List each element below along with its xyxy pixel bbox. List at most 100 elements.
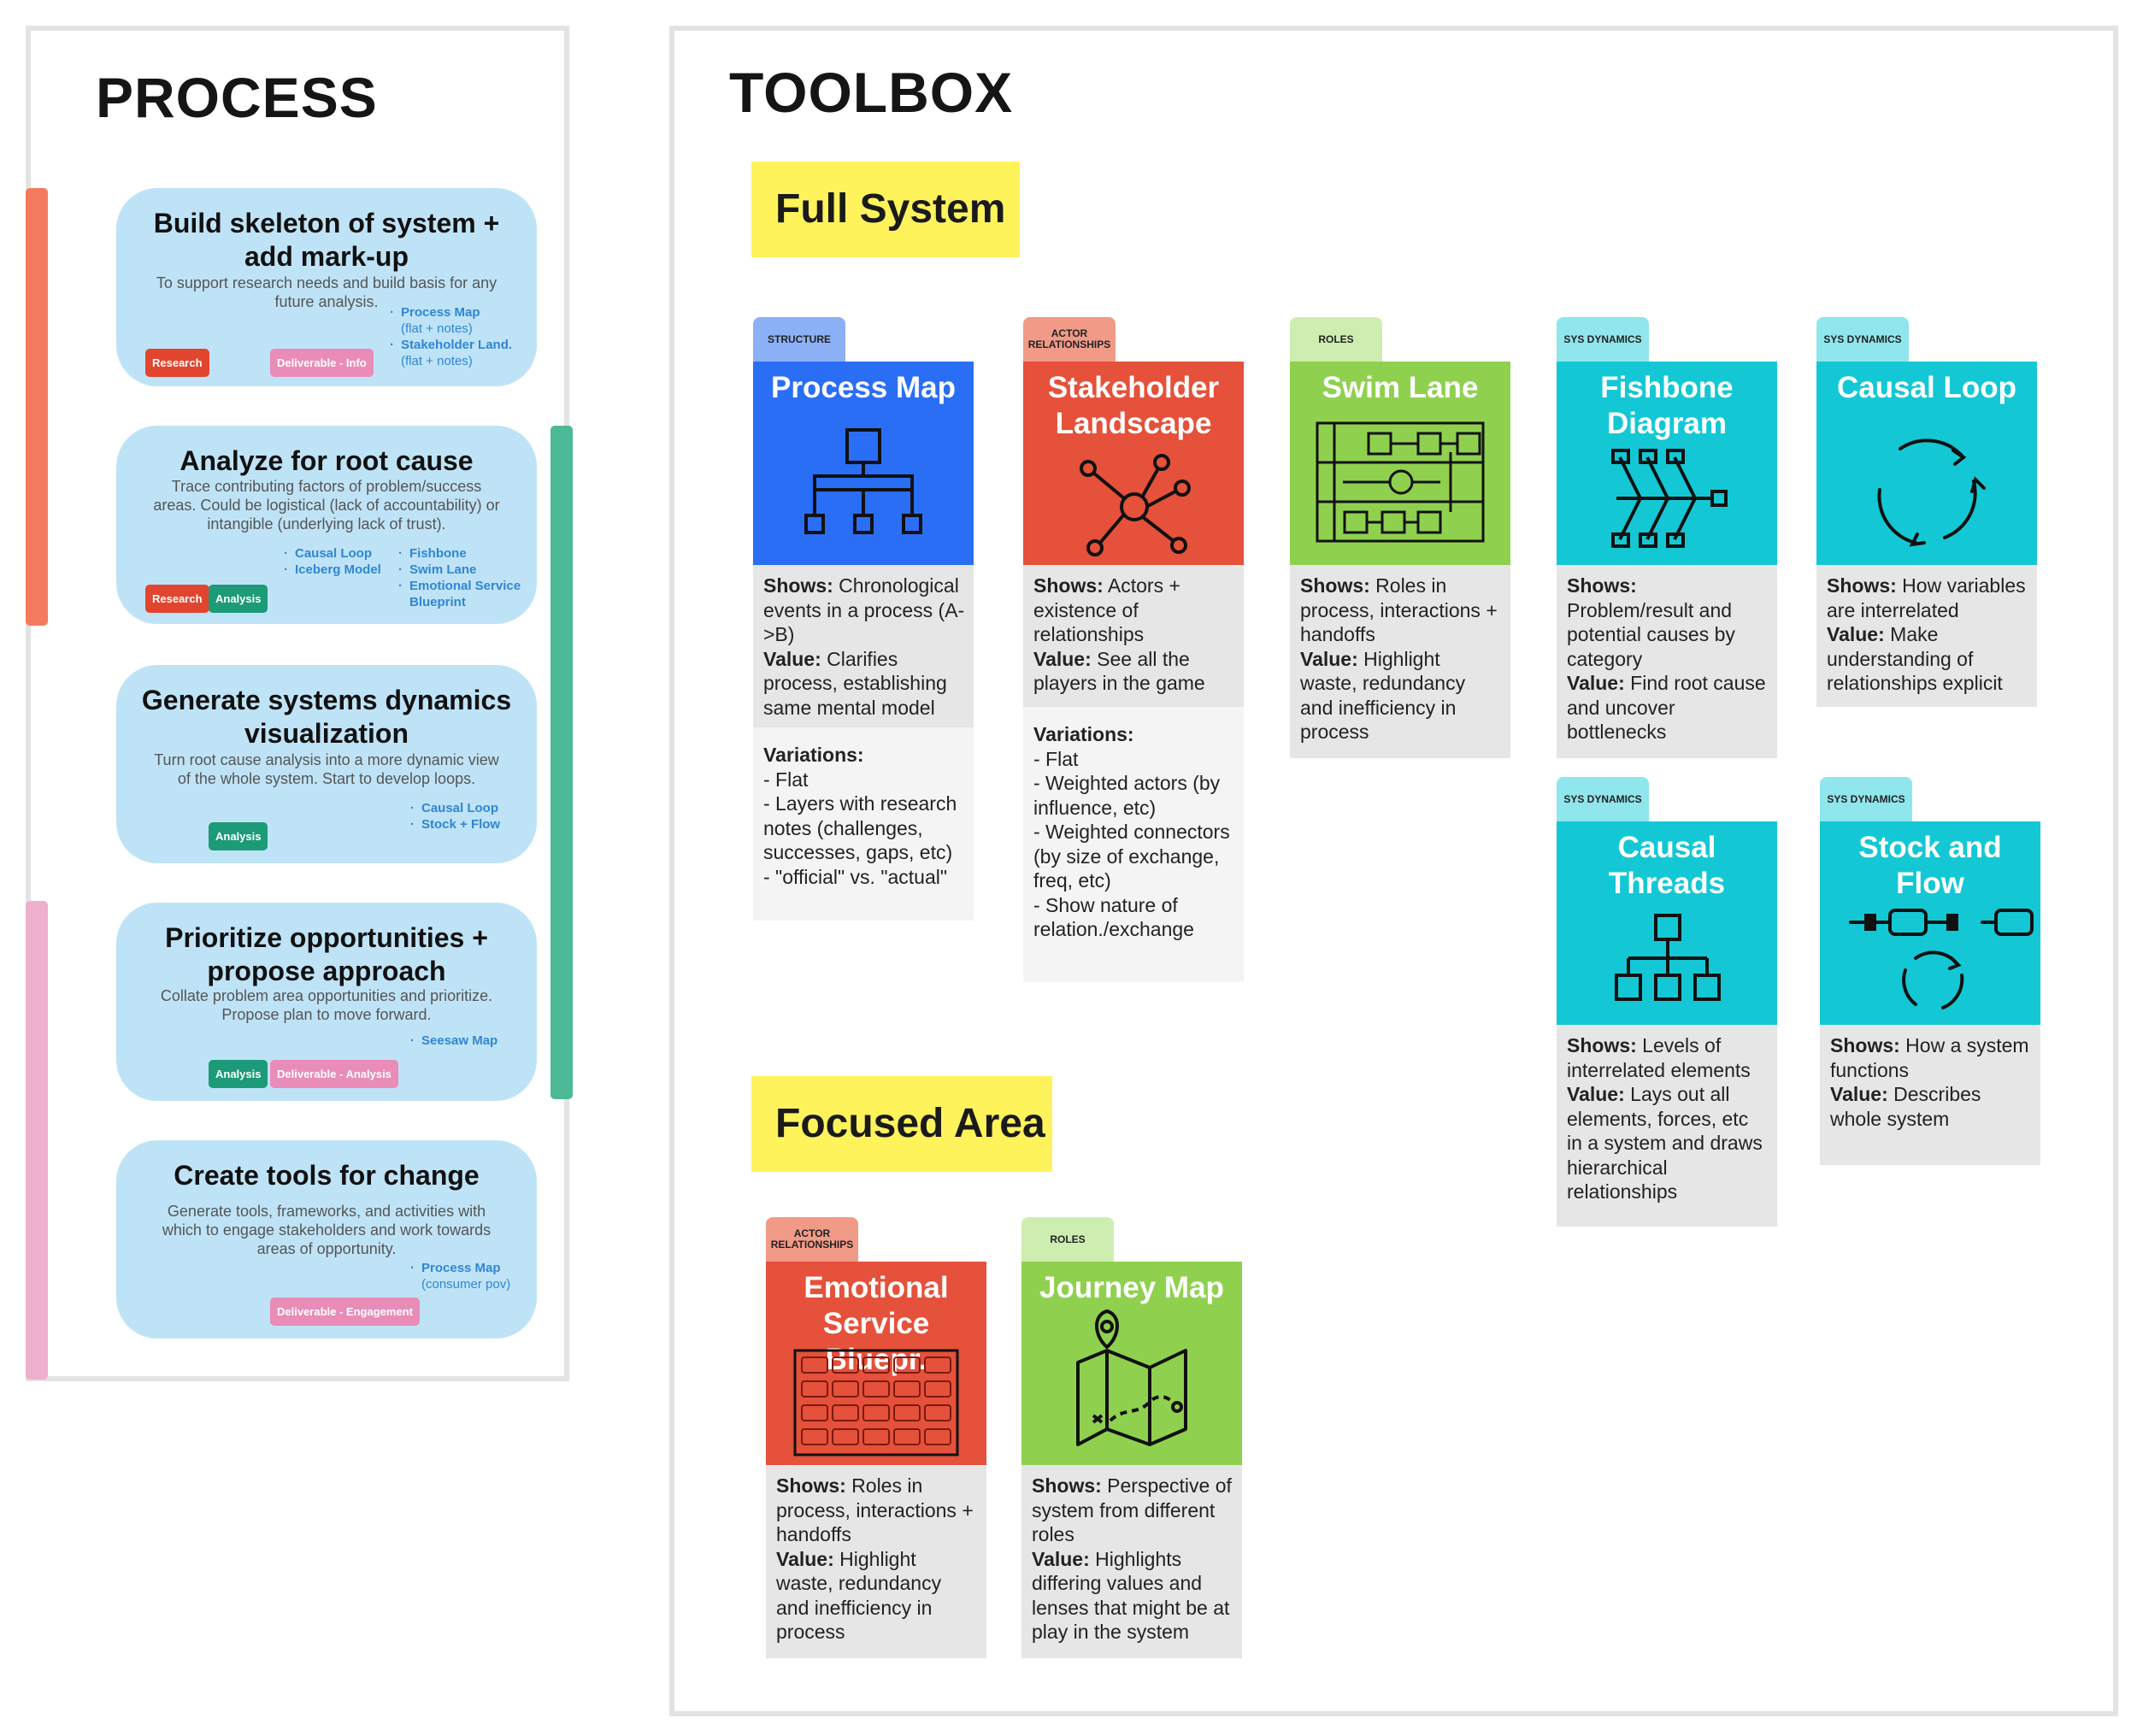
- blueprint-cell: [893, 1380, 921, 1398]
- category-badge: SYS DYNAMICS: [1557, 777, 1649, 821]
- tool-link[interactable]: Causal Loop: [410, 800, 500, 816]
- blueprint-cell: [862, 1380, 890, 1398]
- category-badge: ACTOR RELATIONSHIPS: [766, 1217, 858, 1262]
- card-info: Shows: Actors + existence of relationshi…: [1023, 565, 1244, 707]
- category-badge: SYS DYNAMICS: [1820, 777, 1912, 821]
- category-badge: ACTOR RELATIONSHIPS: [1023, 317, 1116, 362]
- step-tool-links: Process Map(flat + notes) Stakeholder La…: [390, 304, 512, 369]
- tag-research: Research: [145, 585, 209, 613]
- card-tile: Process Map: [753, 362, 974, 565]
- blueprint-cell: [862, 1356, 890, 1374]
- card-info: Shows: Perspective of system from differ…: [1021, 1465, 1242, 1658]
- step-tool-links: Seesaw Map: [410, 1033, 497, 1049]
- map-pin-icon: [1076, 1309, 1187, 1446]
- step-description: Collate problem area opportunities and p…: [160, 987, 493, 1023]
- tag-deliverable: Deliverable - Analysis: [270, 1060, 398, 1088]
- card-info: Shows: How a system functions Value: Des…: [1820, 1025, 2040, 1165]
- tool-link[interactable]: Fishbone: [398, 545, 527, 562]
- tag-deliverable: Deliverable - Info: [270, 349, 374, 377]
- step-description: Turn root cause analysis into a more dyn…: [154, 751, 499, 787]
- tool-link[interactable]: Stock + Flow: [410, 816, 500, 833]
- card-info: Shows: Levels of interrelated elements V…: [1557, 1025, 1777, 1227]
- value-text: Lays out all elements, forces, etc in a …: [1567, 1083, 1763, 1203]
- process-step-tools-for-change[interactable]: Create tools for change Generate tools, …: [116, 1140, 537, 1339]
- tag-analysis: Analysis: [209, 822, 268, 850]
- shows-text: Chronological events in a process (A->B): [763, 574, 965, 645]
- step-title: Build skeleton of system + add mark-up: [153, 208, 500, 272]
- card-info: Shows:Problem/result and potential cause…: [1557, 565, 1777, 758]
- step-description: Generate tools, frameworks, and activiti…: [162, 1203, 492, 1257]
- fishbone-icon: [1611, 449, 1728, 548]
- value-text: Highlights differing values and lenses t…: [1032, 1547, 1230, 1644]
- value-text: Describes whole system: [1830, 1083, 1981, 1130]
- shows-text: Roles in process, interactions + handoff…: [776, 1474, 974, 1545]
- step-title: Analyze for root cause: [180, 445, 474, 476]
- deliverable-phase-bar: [26, 901, 48, 1380]
- category-badge: SYS DYNAMICS: [1557, 317, 1649, 362]
- tool-link[interactable]: Process Map(flat + notes): [390, 304, 512, 337]
- tag-analysis: Analysis: [209, 585, 268, 613]
- blueprint-cell: [801, 1428, 828, 1445]
- card-tile: Stakeholder Landscape: [1023, 362, 1244, 565]
- blueprint-cell: [924, 1428, 951, 1445]
- shows-text: How variables are interrelated: [1827, 574, 2026, 621]
- swim-lane-icon: [1316, 421, 1485, 543]
- shows-text: Roles in process, interactions + handoff…: [1300, 574, 1498, 645]
- process-step-prioritize[interactable]: Prioritize opportunities + propose appro…: [116, 903, 537, 1101]
- tool-link[interactable]: Causal Loop: [284, 545, 381, 562]
- card-tile: Stock and Flow: [1820, 821, 2040, 1025]
- value-text: Highlight waste, redundancy and ineffici…: [776, 1547, 942, 1644]
- card-title: Fishbone Diagram: [1600, 371, 1734, 440]
- analysis-phase-bar: [550, 426, 573, 1099]
- shows-text: Perspective of system from different rol…: [1032, 1474, 1232, 1545]
- blueprint-grid-icon: [793, 1349, 959, 1456]
- card-tile: Fishbone Diagram: [1557, 362, 1777, 565]
- card-variations: Variations: - Flat - Weighted actors (by…: [1023, 707, 1244, 982]
- tool-link[interactable]: Emotional Service Blueprint: [398, 578, 527, 610]
- tool-link[interactable]: Stakeholder Land.(flat + notes): [390, 337, 512, 369]
- card-title: Causal Threads: [1608, 831, 1726, 900]
- step-tool-links: Causal Loop Stock + Flow: [410, 800, 500, 833]
- tool-link[interactable]: Iceberg Model: [284, 562, 381, 578]
- toolbox-title: TOOLBOX: [729, 61, 1014, 124]
- category-badge: ROLES: [1290, 317, 1382, 362]
- shows-text: How a system functions: [1830, 1034, 2029, 1081]
- process-step-build-skeleton[interactable]: Build skeleton of system + add mark-up T…: [116, 188, 537, 386]
- card-title: Stakeholder Landscape: [1047, 371, 1220, 440]
- process-title: PROCESS: [96, 66, 378, 129]
- card-title: Causal Loop: [1836, 371, 2017, 404]
- process-step-root-cause[interactable]: Analyze for root cause Trace contributin…: [116, 426, 537, 624]
- card-title: Process Map: [771, 371, 956, 404]
- blueprint-cell: [893, 1356, 921, 1374]
- blueprint-cell: [862, 1404, 890, 1421]
- category-badge: ROLES: [1021, 1217, 1114, 1262]
- card-tile: Causal Threads: [1557, 821, 1777, 1025]
- tag-deliverable: Deliverable - Engagement: [270, 1298, 420, 1326]
- toolbox-panel: TOOLBOX Full System Focused Area STRUCTU…: [669, 26, 2118, 1716]
- hierarchy-icon: [1615, 914, 1721, 1001]
- tool-link[interactable]: Process Map(consumer pov): [410, 1260, 510, 1292]
- step-title: Generate systems dynamics visualization: [141, 685, 512, 749]
- org-chart-icon: [804, 428, 922, 534]
- blueprint-cell: [801, 1356, 828, 1374]
- hub-network-icon: [1080, 454, 1191, 556]
- blueprint-cell: [832, 1428, 859, 1445]
- shows-text: Levels of interrelated elements: [1567, 1034, 1751, 1081]
- cycle-arrows-icon: [1877, 438, 1986, 547]
- step-title: Create tools for change: [174, 1160, 480, 1191]
- card-tile: Journey Map: [1021, 1262, 1242, 1465]
- process-step-systems-dynamics[interactable]: Generate systems dynamics visualization …: [116, 665, 537, 863]
- stock-flow-icon: [1849, 909, 2034, 1009]
- value-text: See all the players in the game: [1033, 647, 1205, 695]
- card-tile: Causal Loop: [1816, 362, 2037, 565]
- card-title: Journey Map: [1039, 1271, 1224, 1304]
- blueprint-cell: [801, 1404, 828, 1421]
- tool-link[interactable]: Seesaw Map: [410, 1033, 497, 1049]
- section-full-system: Full System: [751, 162, 1020, 257]
- step-description: To support research needs and build basi…: [156, 274, 497, 310]
- card-tile: Emotional Service Bluepr.: [766, 1262, 986, 1465]
- step-description: Trace contributing factors of problem/su…: [153, 478, 500, 533]
- tool-link[interactable]: Swim Lane: [398, 562, 527, 578]
- card-info: Shows: Roles in process, interactions + …: [1290, 565, 1510, 758]
- card-info: Shows: How variables are interrelated Va…: [1816, 565, 2037, 707]
